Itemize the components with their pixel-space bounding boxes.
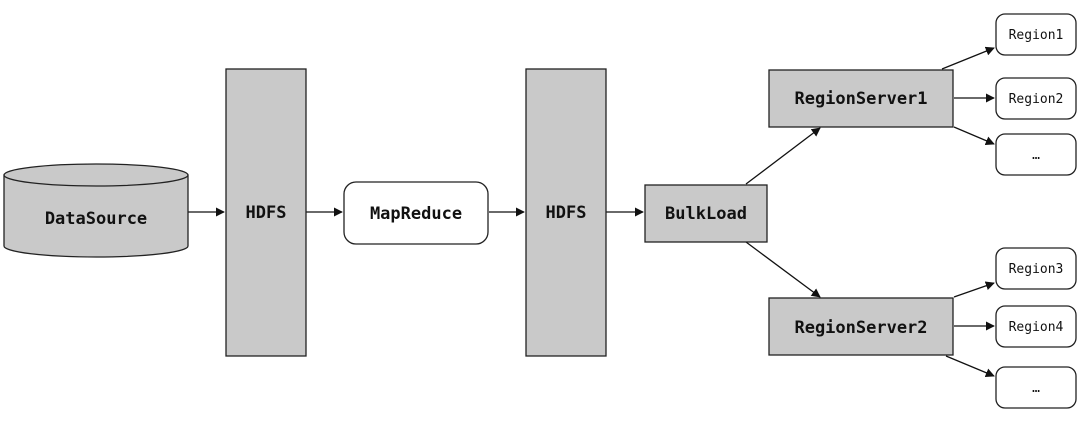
hdfs-output-box — [525, 68, 607, 357]
datasource-cylinder-body — [3, 175, 189, 258]
region4-box — [995, 305, 1077, 348]
datasource-label: DataSource — [45, 209, 147, 229]
edge-regionserver2-region3 — [953, 281, 995, 298]
regionserver2-box — [768, 297, 954, 356]
edge-bulkload-regionserver2 — [745, 241, 821, 298]
region-more-1-node: … — [995, 133, 1077, 176]
region-more-2-box — [995, 366, 1077, 409]
hdfs-input-box — [225, 68, 307, 357]
region1-node: Region1 — [995, 13, 1077, 56]
hdfs-output-node: HDFS — [525, 68, 607, 357]
regionserver1-box — [768, 69, 954, 128]
hdfs-input-node: HDFS — [225, 68, 307, 357]
hdfs-input-label: HDFS — [246, 203, 287, 223]
regionserver2-label: RegionServer2 — [794, 318, 927, 338]
region-more-2-label: … — [1032, 381, 1040, 396]
region-more-1-label: … — [1032, 148, 1040, 163]
datasource-cylinder-top — [3, 163, 189, 187]
regionserver2-node: RegionServer2 — [768, 297, 954, 356]
regionserver1-label: RegionServer1 — [794, 89, 927, 109]
bulkload-node: BulkLoad — [644, 184, 768, 243]
region3-node: Region3 — [995, 247, 1077, 290]
bulkload-label: BulkLoad — [665, 204, 747, 224]
region-more-1-box — [995, 133, 1077, 176]
region-more-2-node: … — [995, 366, 1077, 409]
edge-bulkload-regionserver1 — [745, 127, 821, 185]
mapreduce-node: MapReduce — [343, 181, 489, 245]
region3-label: Region3 — [1009, 262, 1064, 277]
bulkload-box — [644, 184, 768, 243]
region1-label: Region1 — [1009, 28, 1064, 43]
mapreduce-label: MapReduce — [370, 204, 462, 224]
edges — [188, 46, 995, 378]
region4-label: Region4 — [1009, 320, 1064, 335]
region2-label: Region2 — [1009, 92, 1064, 107]
region2-box — [995, 77, 1077, 120]
datasource-node: DataSource — [3, 163, 189, 258]
edge-regionserver1-more — [953, 126, 995, 145]
region3-box — [995, 247, 1077, 290]
mapreduce-box — [343, 181, 489, 245]
region1-box — [995, 13, 1077, 56]
edge-regionserver1-region1 — [941, 46, 995, 70]
region2-node: Region2 — [995, 77, 1077, 120]
regionserver1-node: RegionServer1 — [768, 69, 954, 128]
hdfs-output-label: HDFS — [546, 203, 587, 223]
region4-node: Region4 — [995, 305, 1077, 348]
edge-regionserver2-more — [945, 355, 995, 378]
